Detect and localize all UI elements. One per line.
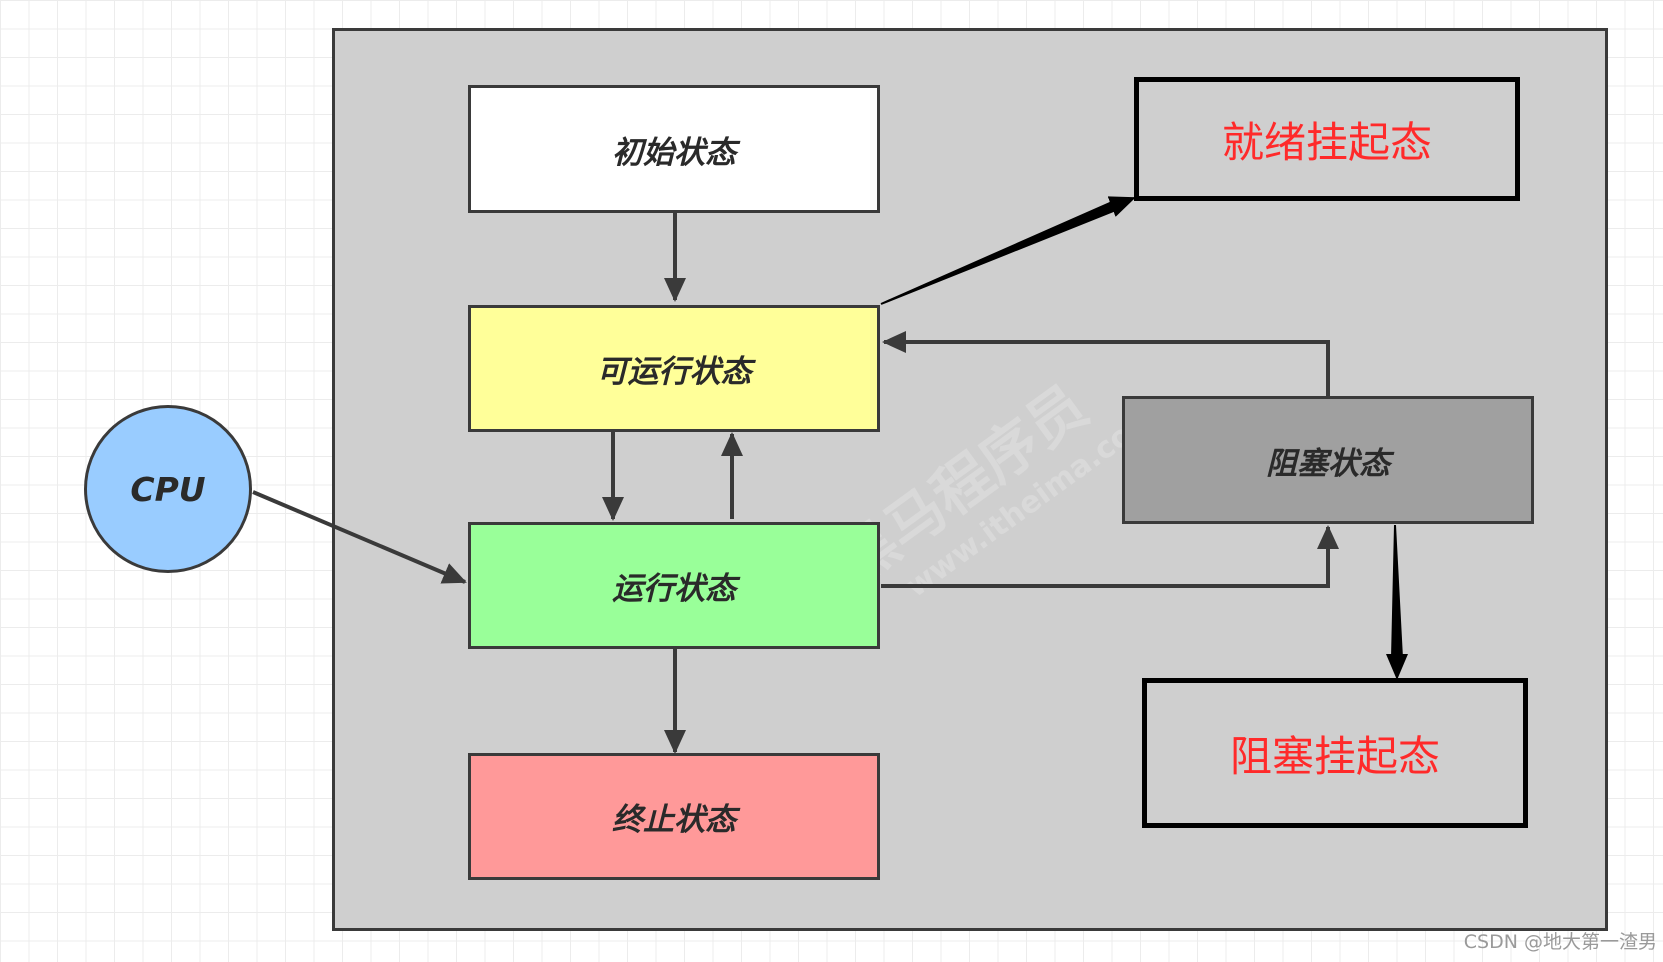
initial-state-node: 初始状态 <box>468 85 880 213</box>
edge-runnable-to-ready-suspended <box>880 200 1118 305</box>
cpu-node: CPU <box>84 405 252 573</box>
runnable-state-node: 可运行状态 <box>468 305 880 432</box>
blocked-suspended-node: 阻塞挂起态 <box>1142 678 1528 828</box>
edge-blocked-to-blocked-suspended <box>1390 524 1404 659</box>
initial-state-label: 初始状态 <box>612 134 736 171</box>
blocked-state-node: 阻塞状态 <box>1122 396 1534 524</box>
blocked-state-label: 阻塞状态 <box>1266 445 1390 482</box>
csdn-watermark: CSDN @地大第一渣男 <box>1463 931 1657 953</box>
cpu-label: CPU <box>130 469 206 509</box>
terminated-state-node: 终止状态 <box>468 753 880 880</box>
running-state-node: 运行状态 <box>468 522 880 649</box>
edge-cpu-to-running <box>252 490 467 584</box>
ready-suspended-label: 就绪挂起态 <box>1221 117 1432 167</box>
terminated-state-label: 终止状态 <box>612 802 736 838</box>
edge-running-to-blocked <box>881 525 1339 588</box>
runnable-state-label: 可运行状态 <box>596 354 752 390</box>
running-state-label: 运行状态 <box>612 571 736 607</box>
edge-blocked-to-runnable <box>882 331 1330 396</box>
blocked-suspended-label: 阻塞挂起态 <box>1229 731 1440 781</box>
ready-suspended-node: 就绪挂起态 <box>1134 77 1520 201</box>
